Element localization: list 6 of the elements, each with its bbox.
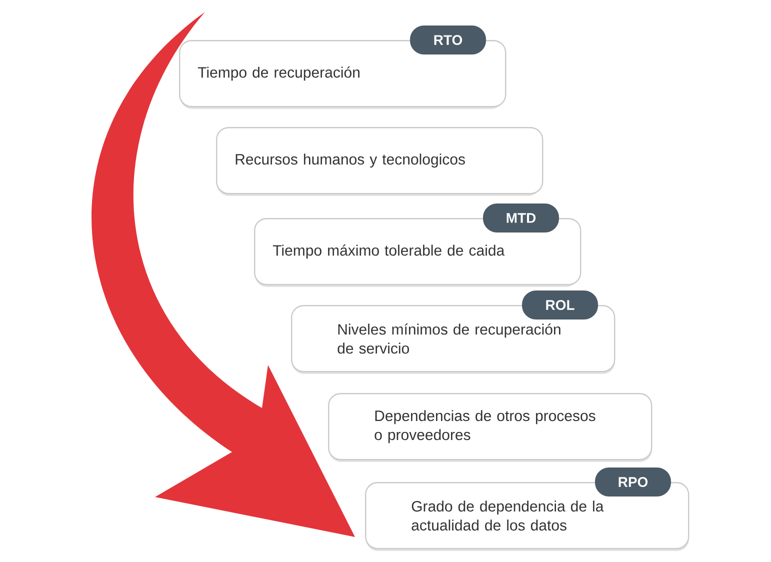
badge: ROL	[522, 290, 598, 320]
badge: MTD	[483, 204, 559, 232]
badge: RPO	[595, 468, 671, 496]
step-card: Dependencias de otros procesos o proveedores	[328, 393, 652, 462]
badge: RTO	[410, 26, 486, 54]
step-card: Recursos humanos y tecnologicos	[216, 127, 544, 196]
